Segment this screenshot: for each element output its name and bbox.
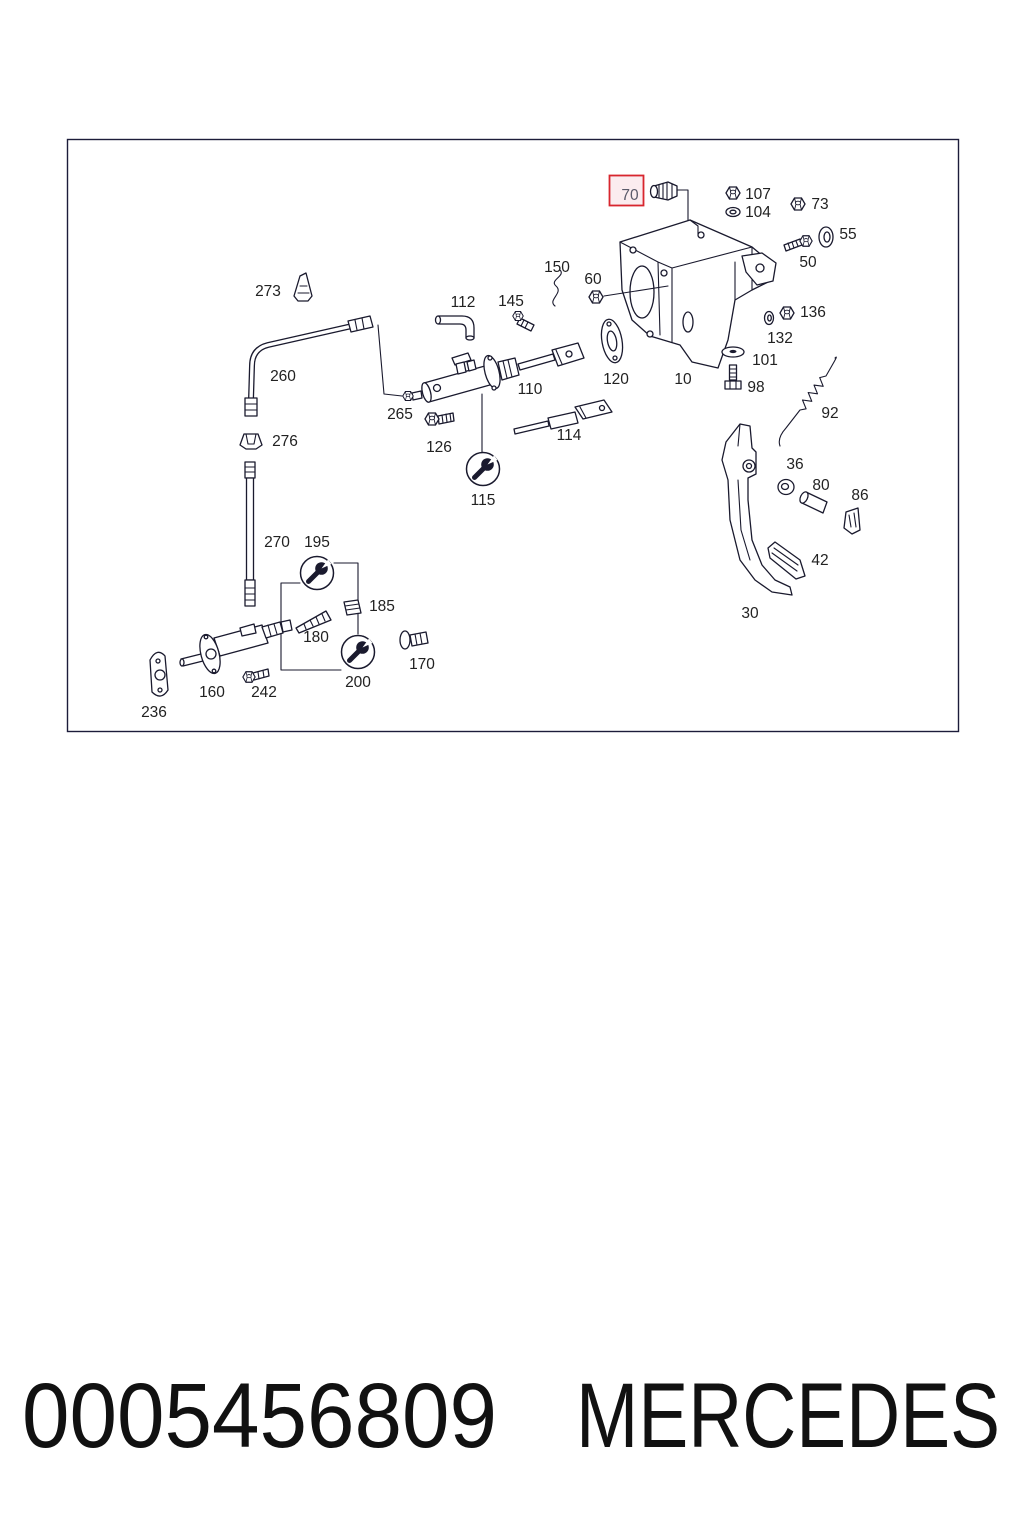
wrench-icon <box>342 636 375 669</box>
part-label-170: 170 <box>409 656 435 673</box>
pushrod-114 <box>513 399 613 435</box>
part-label-55: 55 <box>839 226 856 243</box>
part-label-185: 185 <box>369 598 395 615</box>
part-label-276: 276 <box>272 433 298 450</box>
fitting-170 <box>399 630 429 650</box>
gasket-120 <box>600 318 624 364</box>
part-label-101: 101 <box>752 352 778 369</box>
part-label-180: 180 <box>303 629 329 646</box>
wrench-icon <box>467 453 500 486</box>
part-label-110: 110 <box>518 381 543 398</box>
clutch-master-cylinder <box>421 342 585 403</box>
hose-270 <box>244 461 256 607</box>
part-label-126: 126 <box>426 439 452 456</box>
washer-132 <box>763 310 775 326</box>
part-label-265: 265 <box>387 406 413 423</box>
pedal-bracket <box>619 219 777 369</box>
part-label-107: 107 <box>745 186 771 203</box>
part-label-10: 10 <box>674 371 692 388</box>
part-label-92: 92 <box>821 405 838 422</box>
part-label-60: 60 <box>584 271 602 288</box>
leader-line-70 <box>676 189 689 230</box>
part-label-36: 36 <box>786 456 803 473</box>
fitting-265 <box>402 390 423 401</box>
clutch-pedal-30 <box>721 423 793 596</box>
part-label-70: 70 <box>621 187 639 204</box>
nut-73 <box>790 197 806 211</box>
part-label-114: 114 <box>557 427 582 444</box>
part-number: 0005456809 <box>22 1365 497 1467</box>
part-label-200: 200 <box>345 674 371 691</box>
return-spring-92 <box>778 356 837 447</box>
part-label-50: 50 <box>799 254 817 271</box>
spring-clip-150 <box>552 269 562 307</box>
part-label-132: 132 <box>767 330 793 347</box>
part-label-112: 112 <box>451 294 476 311</box>
washer-101 <box>721 346 745 358</box>
part-label-273: 273 <box>255 283 281 300</box>
dust-cap-185 <box>343 599 362 616</box>
gasket-236 <box>149 651 169 697</box>
nut-60 <box>588 290 604 304</box>
part-label-270: 270 <box>264 534 290 551</box>
bolt-50 <box>783 235 813 252</box>
part-label-80: 80 <box>812 477 830 494</box>
part-label-30: 30 <box>741 605 759 622</box>
brake-pipe-260 <box>244 315 374 417</box>
part-label-195: 195 <box>304 534 330 551</box>
part-label-260: 260 <box>270 368 296 385</box>
bolt-242 <box>242 668 270 683</box>
part-label-150: 150 <box>544 259 570 276</box>
pedal-pad-42 <box>767 541 806 580</box>
nut-107 <box>725 186 741 200</box>
part-label-160: 160 <box>199 684 225 701</box>
highlight-box <box>608 174 645 207</box>
bolt-145 <box>512 311 535 332</box>
washer-55 <box>818 226 834 248</box>
part-label-42: 42 <box>811 552 828 569</box>
washer-104 <box>725 206 741 218</box>
part-label-136: 136 <box>800 304 826 321</box>
part-label-145: 145 <box>498 293 524 310</box>
nut-136 <box>779 306 795 320</box>
bushing-36 <box>777 478 795 496</box>
bolt-98 <box>724 364 742 390</box>
leader-line-265 <box>377 324 403 397</box>
part-label-115: 115 <box>471 492 496 509</box>
clip-276 <box>239 433 263 450</box>
part-labels: 107 104 73 55 50 150 60 273 112 145 136 … <box>141 186 869 721</box>
clutch-slave-cylinder <box>179 619 293 675</box>
elbow-fitting-112 <box>434 315 475 341</box>
leader-line-60 <box>603 285 669 297</box>
part-label-73: 73 <box>811 196 828 213</box>
part-70-switch <box>649 181 678 201</box>
part-label-236: 236 <box>141 704 167 721</box>
part-label-120: 120 <box>603 371 629 388</box>
clip-273 <box>293 272 313 302</box>
footer-caption: 0005456809 MERCEDES <box>22 1365 1000 1467</box>
pin-80 <box>799 491 828 514</box>
bleeder-screw-180 <box>295 610 332 634</box>
part-label-242: 242 <box>251 684 277 701</box>
part-label-98: 98 <box>747 379 764 396</box>
part-label-86: 86 <box>851 487 868 504</box>
brand-name: MERCEDES <box>576 1365 1000 1467</box>
highlighted-part-label: 70 <box>608 174 645 207</box>
wrench-icon <box>301 557 334 590</box>
clip-86 <box>843 507 861 535</box>
part-label-104: 104 <box>745 204 771 221</box>
bolt-126 <box>424 412 455 426</box>
